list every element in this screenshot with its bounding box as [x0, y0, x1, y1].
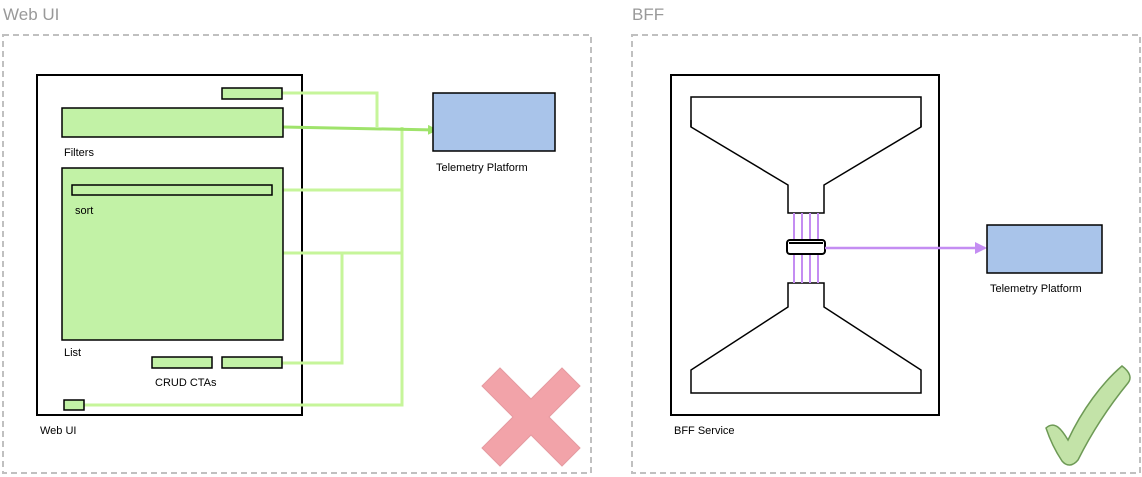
bff-panel-border: [631, 34, 1141, 474]
connector-crud: [282, 253, 344, 365]
bff-service-label: BFF Service: [674, 425, 735, 437]
filters-label: Filters: [64, 147, 94, 159]
telemetry-platform-box: [432, 92, 556, 152]
crud-cta-button-2: [221, 356, 283, 369]
telemetry-connectors: [84, 91, 438, 407]
telemetry-platform-label: Telemetry Platform: [436, 162, 528, 174]
green-checkmark-icon: [1045, 365, 1131, 466]
filters-component: [61, 107, 284, 138]
bff-telemetry-platform-label: Telemetry Platform: [990, 283, 1082, 295]
web-ui-panel-title: Web UI: [3, 5, 59, 24]
bff-telemetry-platform-box: [986, 224, 1103, 274]
list-label: List: [64, 347, 81, 359]
bff-lower-funnel: [690, 282, 922, 394]
crud-ctas-label: CRUD CTAs: [155, 377, 217, 389]
list-component: [61, 167, 284, 341]
bff-upper-funnel: [690, 96, 922, 214]
bff-panel-title: BFF: [632, 5, 664, 24]
crud-cta-button-1: [151, 356, 213, 369]
red-cross-icon: [481, 367, 581, 467]
web-ui-panel-border: [2, 34, 592, 474]
bottom-widget: [63, 399, 85, 411]
sort-label: sort: [75, 205, 93, 217]
connector-filters-arrow: [282, 124, 438, 135]
connector-bottom-widget: [84, 127, 404, 407]
bff-panel: BFF Telemetry Platform BFF Service: [631, 5, 1141, 474]
sort-component: [71, 184, 273, 196]
connector-top-widget: [282, 91, 379, 127]
web-ui-container-label: Web UI: [40, 425, 76, 437]
web-ui-panel: Web UI Filters sort List CRUD CTAs Web U…: [2, 5, 592, 474]
top-widget: [221, 87, 283, 100]
